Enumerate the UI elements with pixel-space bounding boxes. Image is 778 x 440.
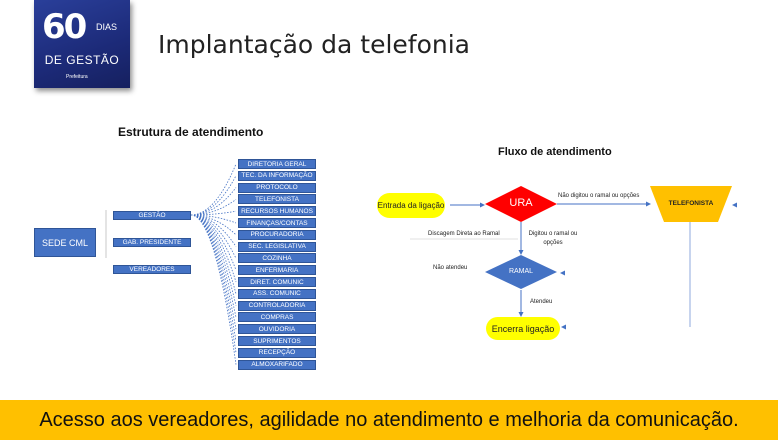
- org-connector: [190, 163, 237, 216]
- org-department-box: TEC. DA INFORMAÇÃO: [238, 170, 316, 181]
- flow-title: Fluxo de atendimento: [498, 146, 612, 158]
- digitou-label: Digitou o ramal ou opções: [528, 231, 578, 246]
- footer-banner: Acesso aos vereadores, agilidade no aten…: [0, 400, 778, 440]
- org-level1-box: VEREADORES: [113, 265, 191, 274]
- entrada-ligacao-node: Entrada da ligação: [377, 193, 445, 218]
- org-department-box: DIRETORIA GERAL: [238, 159, 316, 169]
- encerra-ligacao-node: Encerra ligação: [486, 317, 560, 340]
- org-department-box: RECURSOS HUMANOS: [238, 206, 316, 217]
- logo-number: 60: [42, 7, 87, 47]
- discagem-direta-label: Discagem Direta ao Ramal: [428, 231, 500, 237]
- org-connector: [190, 214, 237, 365]
- telefonista-label: TELEFONISTA: [668, 200, 714, 207]
- org-department-box: FINANÇAS/CONTAS: [238, 218, 316, 228]
- org-department-box: PROTOCOLO: [238, 182, 316, 193]
- org-connector: [190, 214, 237, 259]
- logo-60-dias-de-gestao: 60 DIAS DE GESTÃO Prefeitura: [34, 0, 130, 88]
- org-department-box: PROCURADORIA: [238, 229, 316, 240]
- org-connector: [190, 214, 237, 330]
- org-connector: [190, 187, 237, 216]
- org-level1-box: GESTÃO: [113, 211, 191, 220]
- org-connector: [190, 214, 237, 294]
- org-department-box: ASS. COMUNIC: [238, 288, 316, 299]
- org-connector: [190, 175, 237, 216]
- org-root-box: SEDE CML: [34, 228, 96, 257]
- ura-diamond: [485, 186, 557, 222]
- org-connector: [190, 214, 237, 353]
- org-department-box: OUVIDORIA: [238, 324, 316, 335]
- org-department-box: RECEPÇÃO: [238, 347, 316, 358]
- org-department-box: SEC. LEGISLATIVA: [238, 241, 316, 252]
- org-connector: [190, 214, 237, 306]
- nao-digitou-label: Não digitou o ramal ou opções: [558, 193, 640, 199]
- org-level1-box: GAB. PRESIDENTE: [113, 238, 191, 247]
- org-connector: [190, 214, 237, 318]
- org-department-box: CONTROLADORIA: [238, 300, 316, 311]
- org-title: Estrutura de atendimento: [118, 125, 264, 139]
- org-department-box: DIRET. COMUNIC: [238, 277, 316, 287]
- org-department-box: COMPRAS: [238, 312, 316, 323]
- logo-text: DE GESTÃO: [44, 53, 120, 67]
- ramal-label: RAMAL: [508, 268, 534, 275]
- ramal-diamond: [485, 255, 557, 289]
- org-department-box: ENFERMARIA: [238, 265, 316, 276]
- logo-small: Prefeitura: [66, 74, 88, 80]
- logo-dias: DIAS: [96, 22, 118, 32]
- org-department-box: ALMOXARIFADO: [238, 359, 316, 370]
- nao-atendeu-label: Não atendeu: [433, 265, 468, 271]
- atendeu-label: Atendeu: [530, 299, 553, 305]
- ura-label: URA: [509, 197, 533, 209]
- page-title: Implantação da telefonia: [158, 30, 470, 59]
- telefonista-trapezoid: [650, 186, 732, 222]
- org-connector: [190, 199, 237, 216]
- org-department-box: TELEFONISTA: [238, 194, 316, 205]
- org-department-box: SUPRIMENTOS: [238, 336, 316, 346]
- org-department-box: COZINHA: [238, 253, 316, 264]
